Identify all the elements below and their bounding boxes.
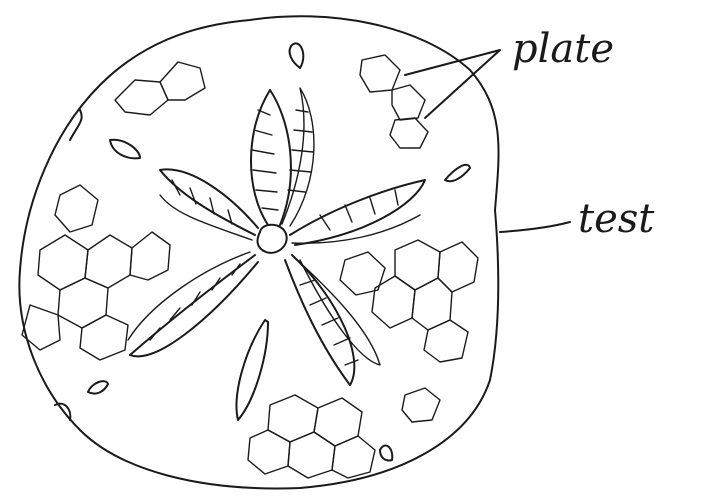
test-label: test — [578, 196, 655, 242]
hole-top — [290, 43, 304, 68]
plate-cluster-top-left — [115, 62, 205, 115]
lunule-lower — [237, 320, 268, 420]
plate-cluster-bottom — [248, 388, 440, 478]
hole-right — [445, 165, 470, 181]
petal-lower-right — [285, 255, 354, 385]
plate-label: plate — [512, 26, 614, 72]
test-outline — [19, 16, 498, 488]
petal-left-2 — [160, 195, 252, 240]
plate-pointer-line — [405, 50, 500, 118]
petals — [128, 88, 425, 385]
hole-left — [110, 140, 140, 159]
central-pore — [258, 225, 287, 253]
plate-cluster-right — [340, 240, 478, 362]
plate-cluster-left — [22, 185, 170, 360]
petal-lower-left-2 — [128, 252, 250, 340]
hole-bottom-left — [88, 381, 108, 393]
petal-right — [290, 180, 425, 245]
plate-cluster-top-right — [360, 55, 428, 148]
petal-top — [251, 90, 291, 225]
petal-lower-left — [130, 255, 258, 356]
hole-bottom — [380, 445, 392, 460]
test-pointer-line — [500, 222, 570, 232]
